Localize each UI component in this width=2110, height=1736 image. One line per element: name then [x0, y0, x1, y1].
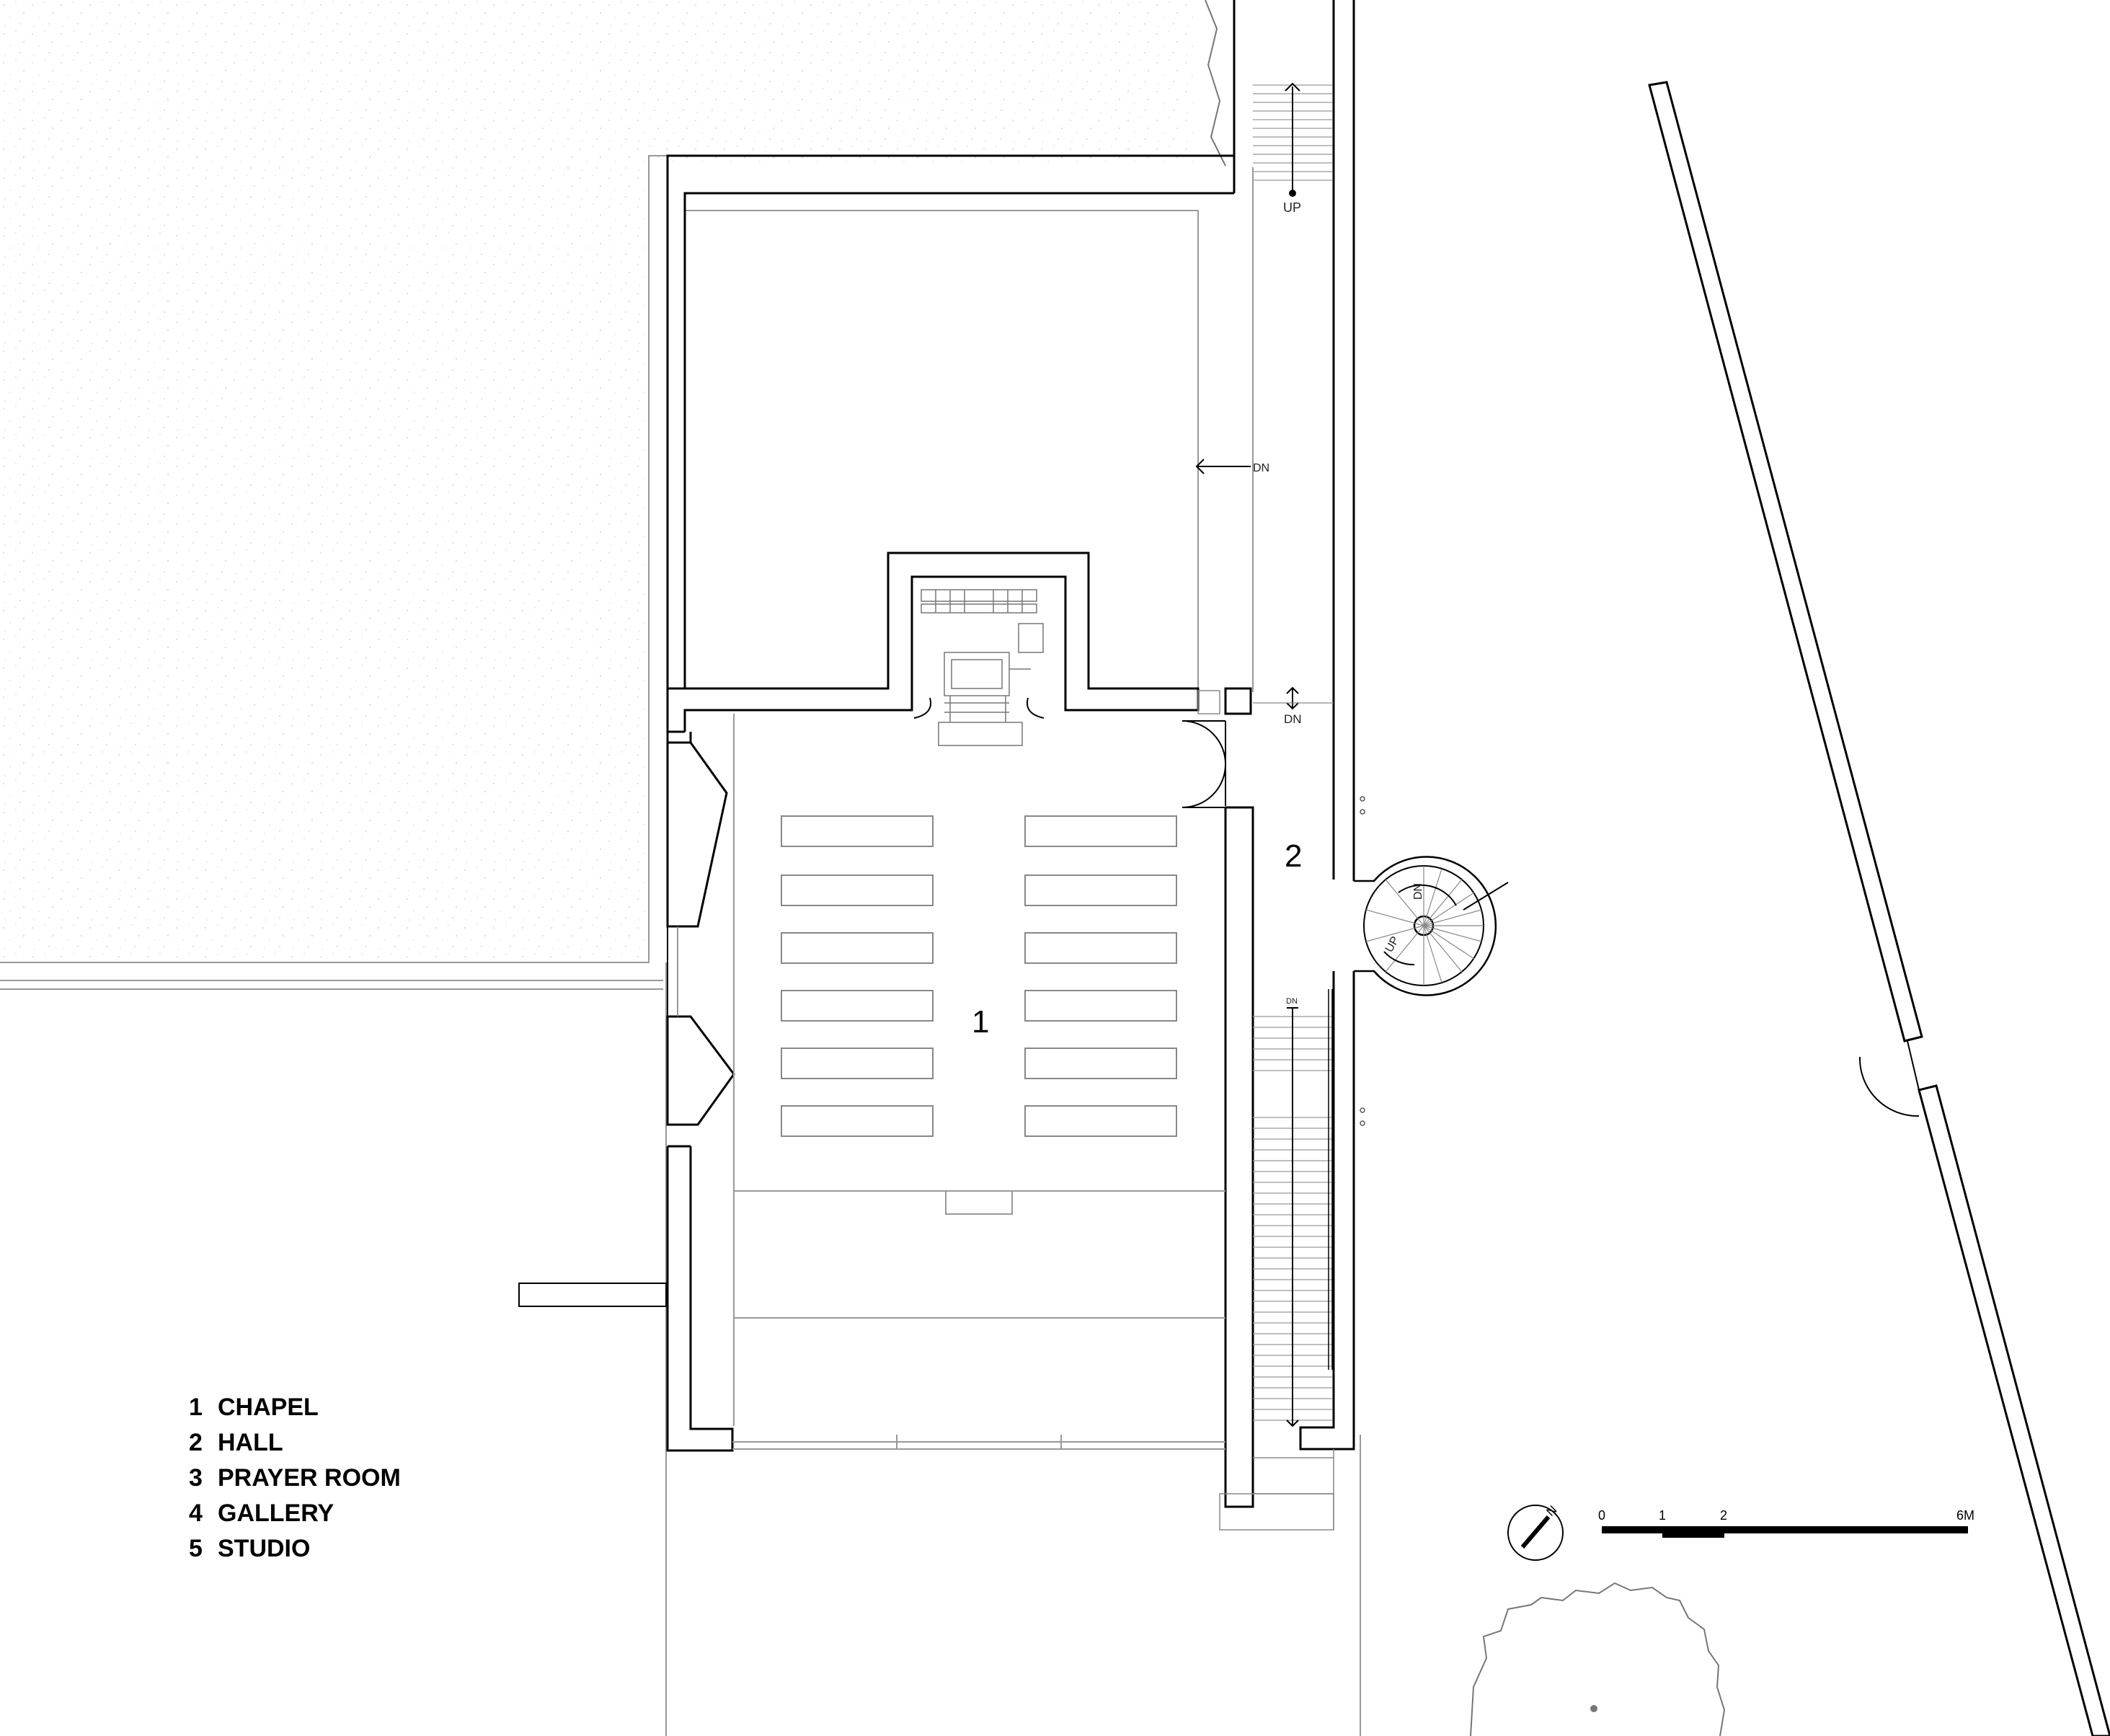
spiral-dn-label: DN [1412, 883, 1424, 900]
diagonal-wall [1648, 81, 2110, 1736]
gravel-area [0, 0, 1197, 962]
entry-step-arrow [1253, 686, 1334, 710]
entry-step-label: DN [1284, 712, 1302, 726]
pews [781, 815, 1177, 1137]
legend-item-chapel: 1 CHAPEL [189, 1390, 401, 1425]
tree-trunk [1590, 1705, 1597, 1712]
east-stair-arrow [1286, 1007, 1299, 1427]
north-stair-label: UP [1283, 200, 1301, 215]
walls [666, 0, 1355, 1508]
west-windows [666, 732, 735, 1148]
hall-label: 2 [1285, 838, 1302, 874]
legend-number: 5 [189, 1535, 203, 1562]
north-stair-dot [1289, 190, 1296, 197]
gate-door [1858, 1040, 1920, 1117]
chapel-door [1182, 720, 1226, 808]
ramp-arrow [1195, 459, 1251, 474]
legend-item-prayer-room: 3 PRAYER ROOM [189, 1461, 401, 1496]
scale-bar [1602, 1526, 1968, 1538]
legend-label: PRAYER ROOM [218, 1464, 401, 1492]
chapel-label: 1 [972, 1004, 989, 1040]
legend-label: CHAPEL [218, 1394, 319, 1421]
niche-doors [913, 697, 1045, 719]
wall-marks [1360, 796, 1365, 1126]
tree-canopy [1470, 1582, 1726, 1736]
spiral-up-label: UP [1383, 934, 1402, 955]
column [1197, 690, 1220, 714]
legend-label: HALL [218, 1429, 283, 1456]
legend-number: 4 [189, 1500, 203, 1527]
spiral-treads [1365, 866, 1484, 986]
legend-label: GALLERY [218, 1500, 334, 1527]
scale-tick-6m: 6M [1956, 1508, 1974, 1523]
scale-tick-1: 1 [1659, 1508, 1666, 1523]
legend-item-studio: 5 STUDIO [189, 1531, 401, 1567]
site-lines [0, 155, 1361, 1736]
chapel-interior-lines [732, 714, 1225, 1450]
ramp-label: DN [1253, 462, 1269, 474]
scale-tick-2: 2 [1720, 1508, 1727, 1523]
rock-edge [1205, 0, 1226, 167]
legend-number: 3 [189, 1464, 203, 1492]
west-projection [518, 1283, 667, 1307]
south-step [1219, 1449, 1334, 1531]
east-stair-label: DN [1286, 997, 1298, 1006]
room-legend: 1 CHAPEL 2 HALL 3 PRAYER ROOM 4 GALLERY 5 STU… [189, 1390, 401, 1567]
column [1224, 687, 1252, 715]
legend-item-hall: 2 HALL [189, 1425, 401, 1461]
legend-number: 1 [189, 1394, 203, 1421]
organ [921, 589, 1044, 746]
north-arrow [1507, 1505, 1564, 1561]
legend-number: 2 [189, 1429, 203, 1456]
scale-tick-0: 0 [1598, 1508, 1605, 1523]
legend-item-gallery: 4 GALLERY [189, 1496, 401, 1531]
north-stair-arrow [1285, 82, 1300, 193]
legend-label: STUDIO [218, 1535, 311, 1562]
spiral-arrows [1383, 882, 1509, 966]
